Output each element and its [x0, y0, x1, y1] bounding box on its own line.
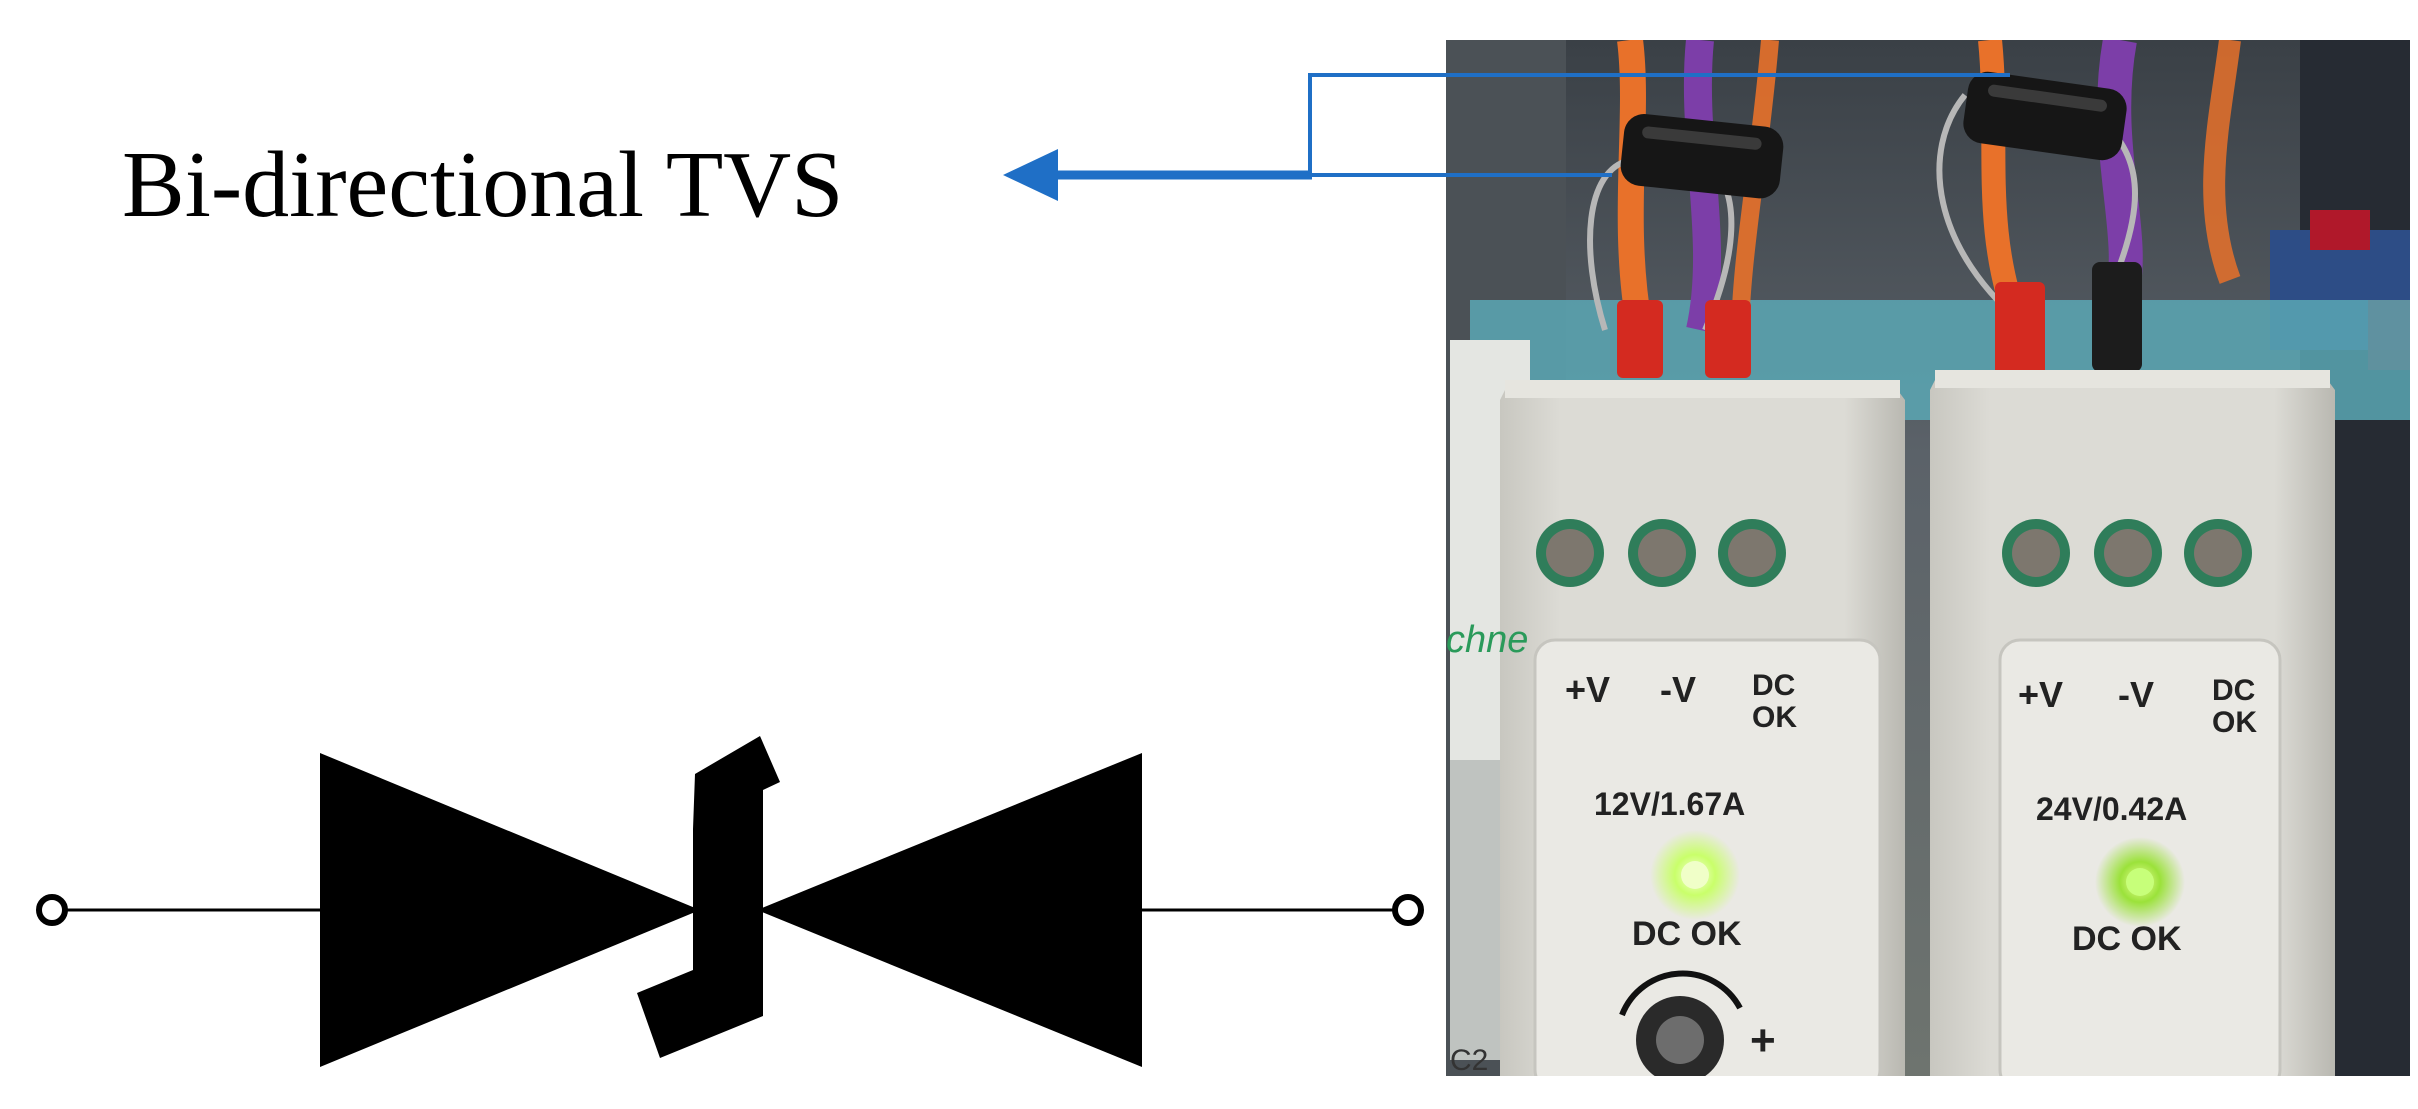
left-psu-dc: DC — [1752, 669, 1795, 702]
left-psu-plus-sign: + — [1750, 1016, 1776, 1065]
right-psu-dc: DC — [2212, 674, 2255, 707]
right-psu-status: DC OK — [2072, 920, 2182, 958]
right-psu-rating: 24V/0.42A — [2036, 791, 2187, 827]
right-psu-plus-v: +V — [2018, 674, 2063, 715]
right-psu-minus-v: -V — [2118, 674, 2154, 715]
right-psu-ok: OK — [2212, 706, 2257, 739]
tvs-diode-symbol-icon — [36, 736, 1424, 1067]
brand-fragment: chne — [1446, 619, 1528, 661]
device-photo: +V -V DC OK 12V/1.67A DC OK + +V -V DC O… — [1446, 40, 2410, 1077]
left-terminal-icon — [36, 894, 68, 926]
left-triangle — [320, 753, 700, 1067]
zener-bar — [637, 736, 780, 1058]
right-terminal-icon — [1392, 894, 1424, 926]
tvs-label: Bi-directional TVS — [122, 133, 844, 237]
left-psu-status: DC OK — [1632, 915, 1742, 953]
left-psu-plus-v: +V — [1565, 669, 1610, 710]
code-fragment: C2 — [1450, 1044, 1488, 1077]
annotation-connector — [1003, 73, 2010, 201]
right-triangle — [757, 753, 1142, 1067]
left-psu-rating: 12V/1.67A — [1594, 786, 1745, 822]
left-psu-minus-v: -V — [1660, 669, 1696, 710]
left-psu-ok: OK — [1752, 701, 1797, 734]
arrowhead-icon — [1003, 149, 1058, 201]
